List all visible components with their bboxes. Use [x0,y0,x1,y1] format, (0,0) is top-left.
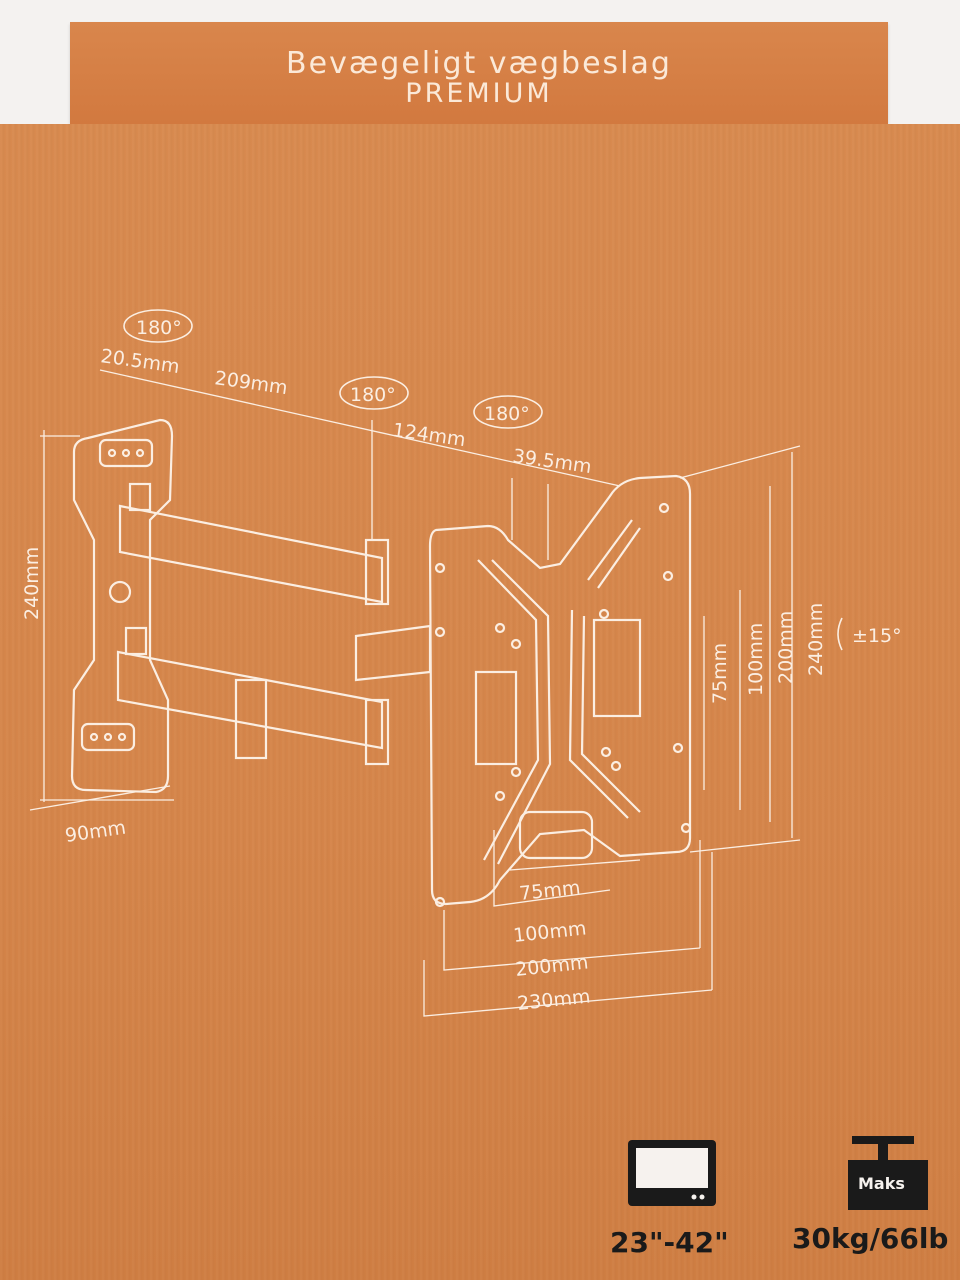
wall-plate-slot-bottom [80,722,136,752]
dim-240mm-left: 240mm [21,547,43,620]
connector-arm [354,624,432,682]
rotation-label-3: 180° [484,403,530,425]
upper-arm [118,504,384,604]
rotation-badge-3 [473,395,543,429]
rotation-badge-2 [339,376,409,410]
screen-size-label: 23"-42" [610,1226,729,1259]
elbow-joint-top [364,538,390,606]
depth-line [29,785,171,811]
max-load-label: 30kg/66lb [792,1222,949,1255]
vesa-vertical-75: 75mm [709,643,731,704]
box-top-flap: Bevægeligt vægbeslag PREMIUM [70,22,888,124]
tilt-label: ±15° [852,625,902,647]
vesa-holes [434,502,692,908]
vesa-center-slot [592,618,642,718]
dim-124mm: 124mm [391,419,467,451]
max-label: Maks [858,1174,905,1193]
vesa-vertical-100: 100mm [745,623,767,696]
arm-clamp [234,678,268,760]
screen-size-icon [628,1140,716,1206]
vesa-horizontal-75: 75mm [518,877,581,905]
wall-plate-slot-top [98,438,154,468]
vesa-horizontal-200: 200mm [514,951,589,981]
rotation-label-1: 180° [136,317,182,339]
vesa-horizontal-100: 100mm [512,917,587,947]
box-front-panel [0,124,960,1280]
max-load-icon [848,1136,928,1210]
elbow-joint-bottom [364,698,390,766]
dim-39-5mm: 39.5mm [511,445,593,478]
vesa-horizontal-230: 230mm [516,985,591,1015]
product-subtitle: PREMIUM [405,78,553,109]
rotation-badge-1 [123,309,193,343]
wall-plate [70,418,174,794]
dim-209mm: 209mm [213,367,289,399]
vesa-bottom-cutout [518,810,594,860]
tilt-arrow-icon [837,617,843,651]
rotation-label-2: 180° [350,384,396,406]
product-title: Bevægeligt vægbeslag [286,46,672,81]
upper-pivot [128,482,152,512]
lower-pivot [124,626,148,656]
dim-90mm: 90mm [64,817,128,847]
top-dimension-line [99,369,621,487]
vesa-vertical-240: 240mm [805,603,827,676]
vesa-plate [428,474,692,906]
tilt-bracket [474,670,518,766]
lower-arm [116,650,384,750]
vesa-vertical-200: 200mm [775,611,797,684]
